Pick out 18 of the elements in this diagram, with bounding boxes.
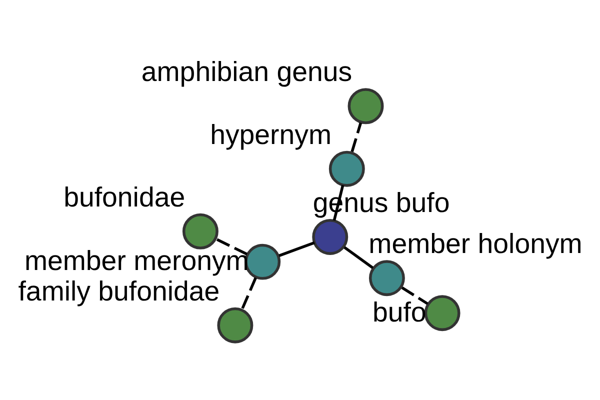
- node-circle: [217, 306, 254, 343]
- connector: [350, 122, 362, 152]
- node-label: bufo: [372, 296, 426, 327]
- node-label: family bufonidae: [18, 274, 220, 306]
- connector: [240, 276, 257, 310]
- node-label: hypernym: [210, 118, 332, 150]
- node-label: member holonym: [368, 228, 582, 259]
- node-circle: [312, 218, 348, 254]
- connector: [278, 240, 315, 257]
- node-label: amphibian genus: [141, 56, 352, 87]
- node-circle: [328, 150, 365, 186]
- node-circle: [182, 212, 218, 249]
- node-label: bufonidae: [64, 180, 186, 212]
- connector: [344, 246, 374, 268]
- node-circle: [348, 88, 384, 124]
- node-circle: [424, 294, 460, 331]
- connector: [401, 286, 428, 304]
- node-circle: [368, 260, 405, 296]
